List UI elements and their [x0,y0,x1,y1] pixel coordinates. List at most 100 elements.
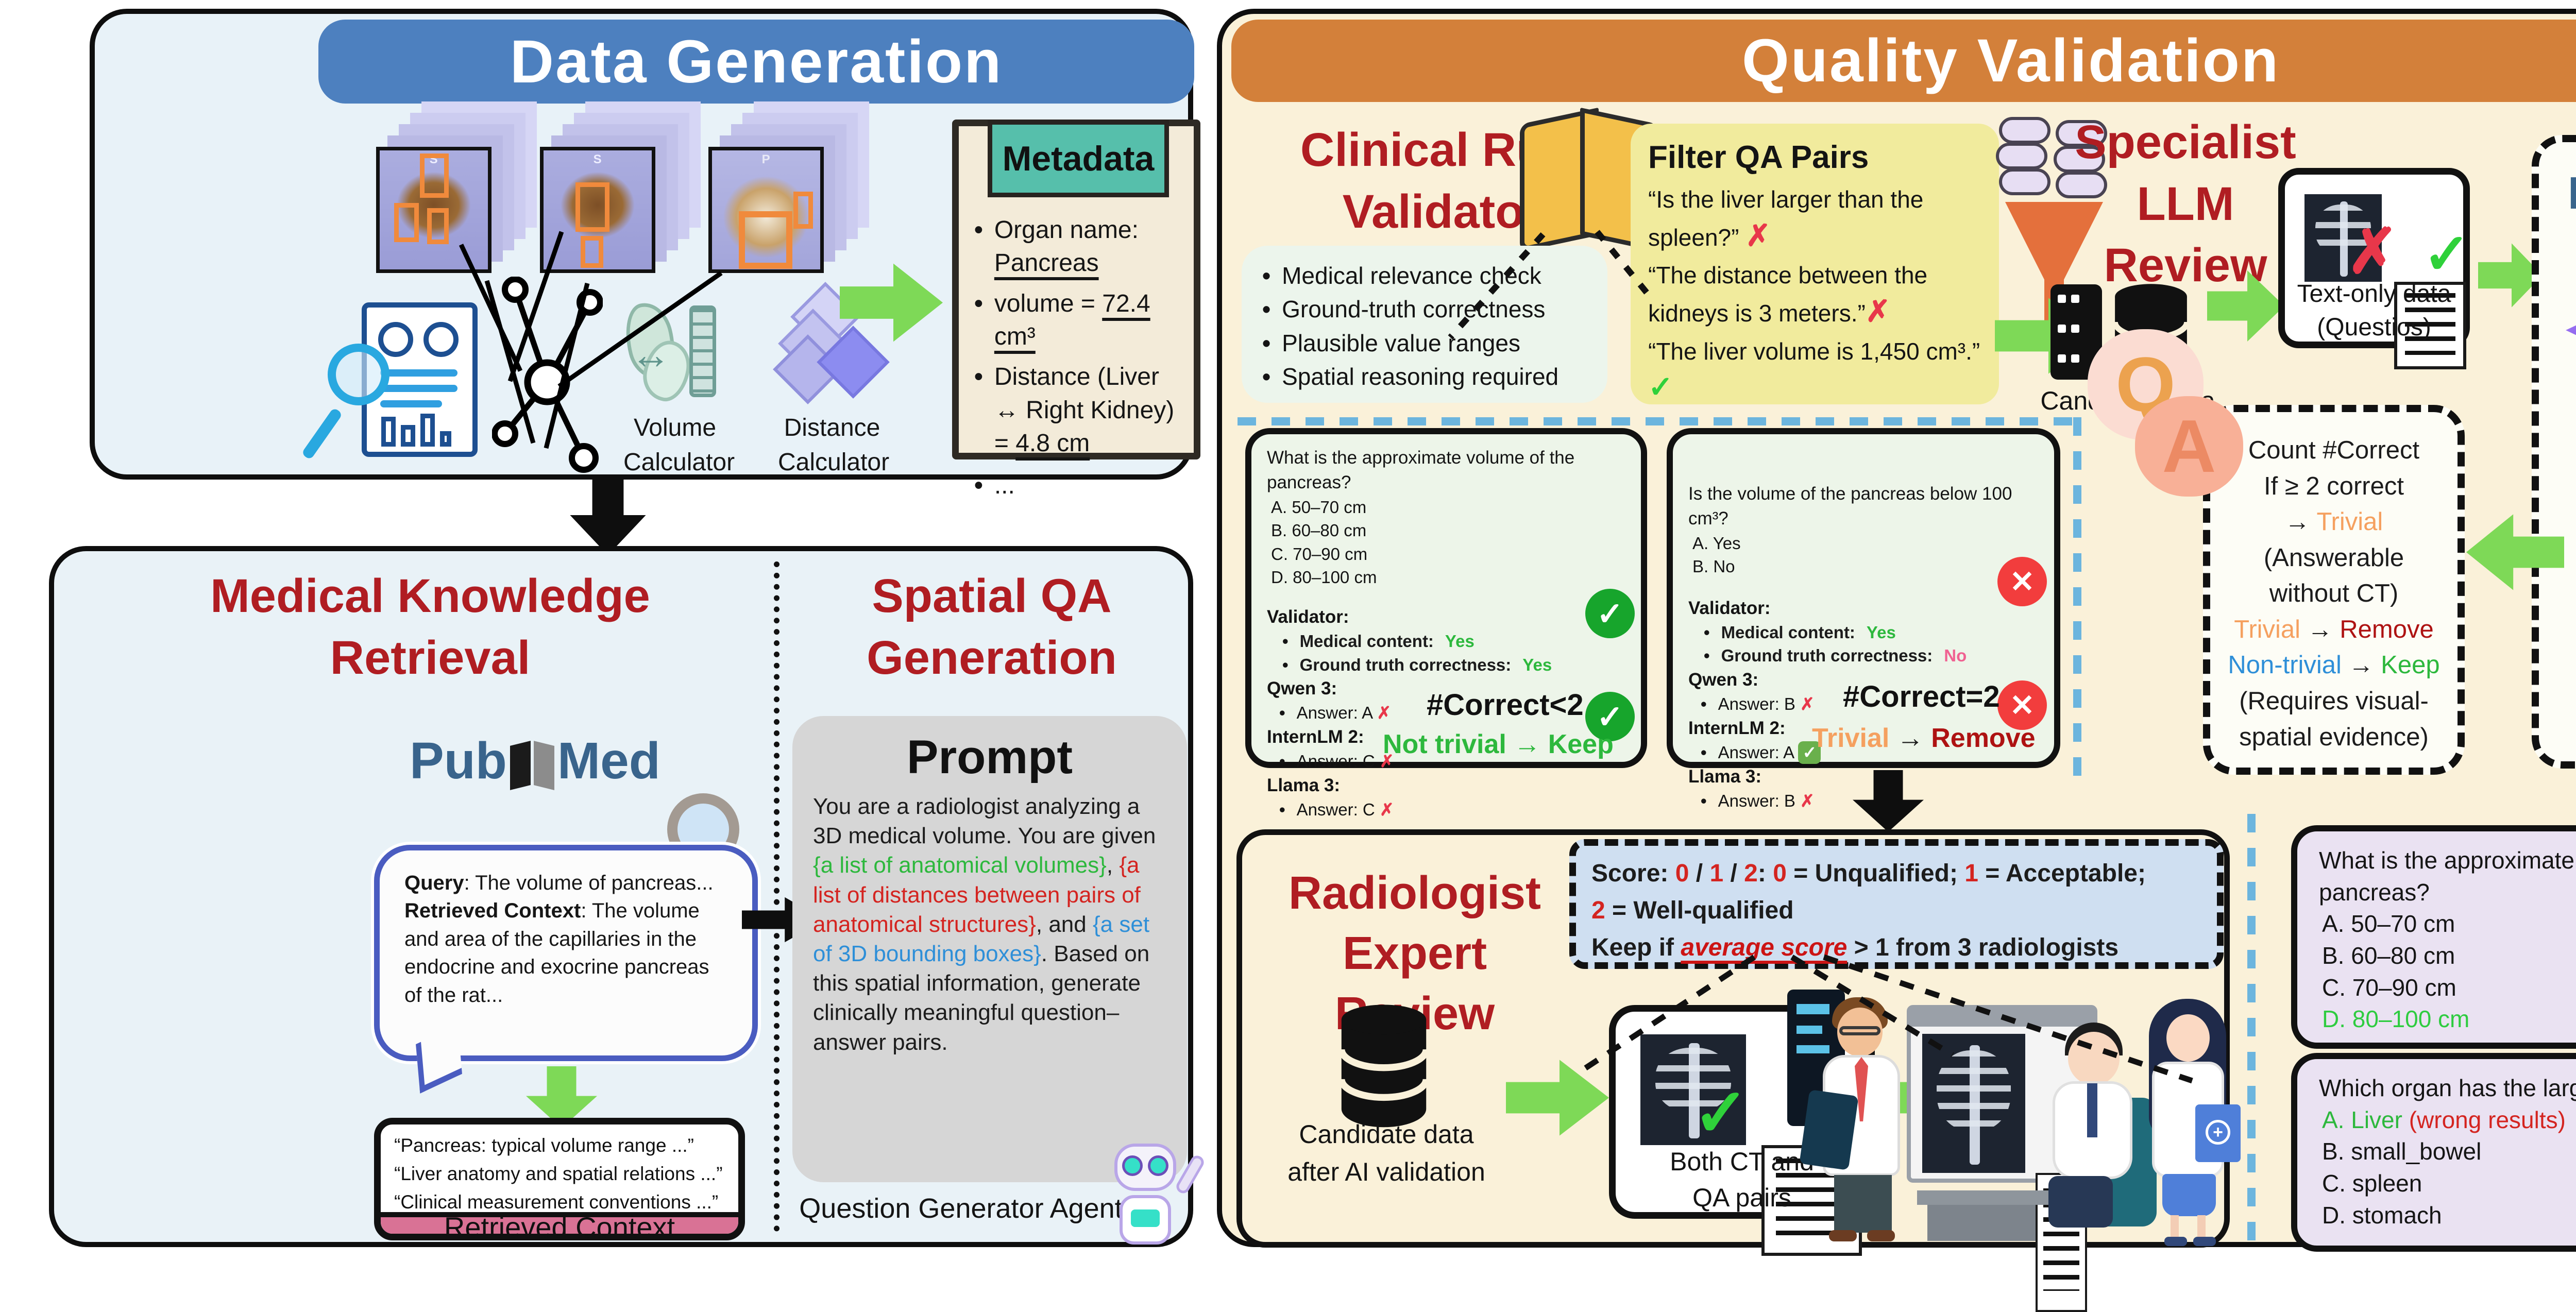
cross-badge: ✕ [1997,680,2047,730]
final-qa-card-wrong: Which organ has the largest volume? A. L… [2291,1053,2576,1252]
qwen-icon [2566,297,2576,364]
orientation-marker: P [761,152,770,166]
filter-qa-box: Filter QA Pairs “Is the liver larger tha… [1631,124,1999,404]
llama-logo: ∞ Llama 3 [2539,570,2576,734]
retrieved-context-box: “Pancreas: typical volume range ...” “Li… [374,1118,745,1240]
panel-divider [774,561,779,1232]
metadata-volume-value: 72.4 cm³ [994,289,1150,350]
radiologist-male [1799,997,1907,1242]
quality-validation-header: Quality Validation [1231,20,2576,102]
pubmed-book-icon [510,739,554,791]
blue-dash-vertical [2073,417,2081,784]
cross-icon: ✗ [1379,800,1394,820]
count-correct-box: Count #Correct If ≥ 2 correct → Trivial … [2203,405,2465,775]
context-label: Retrieved Context [404,899,581,923]
wrong-option: A. Liver (wrong results) [2322,1106,2566,1133]
a-bubble-icon: A [2135,396,2243,497]
cross-icon: ✗ [1377,703,1392,723]
prompt-title: Prompt [907,731,1073,783]
bounding-box-icon [420,154,449,198]
qa-example-card-keep: What is the approximate volume of the pa… [1245,428,1647,819]
pubmed-logo: Pub Med [2568,167,2576,219]
robot-icon [1105,1144,1207,1247]
correct-option: D. 80–100 cm [2322,1006,2470,1033]
query-bubble: Query: The volume of pancreas... Retriev… [374,845,758,1094]
radiologist-seated [2038,1023,2159,1242]
network-icon [492,277,603,473]
database-icon [1338,1004,1430,1128]
final-question: What is the approximate volume of the [2319,847,2576,874]
funnel-data-icon [1994,117,2117,359]
llama-infinity-icon: ∞ [2539,570,2576,697]
metadata-distance-label: Distance (Liver ↔ Right Kidney) = [994,363,1175,457]
query-label: Query [404,872,464,894]
retrieved-line: “Liver anatomy and spatial relations ...… [394,1163,723,1184]
metadata-header: Metadata [988,120,1169,197]
both-ct-label: Both CT and [1670,1147,1814,1176]
score-rubric-box: Score: 0 / 1 / 2: 0 = Unqualified; 1 = A… [1569,839,2224,969]
text-only-data-box: ✗ ✓ Text-only data (Questios) [2278,168,2471,369]
double-arrow-glyph: ↔ [631,332,671,377]
arrow-datagen-to-bottom [570,478,646,555]
ct-volume-stack-2: S [540,135,667,273]
pubmed-logo: Pub Med [410,732,660,791]
check-icon: ✓ [2423,223,2471,286]
ct-volume-stack-3: P [708,135,835,273]
kidney-ruler-icon: ↔ [618,298,726,405]
cross-icon: ✗ [1800,791,1815,810]
bounding-box-icon [427,208,449,244]
filter-qa-title: Filter QA Pairs [1648,140,1869,175]
internlm-logo: InternLM 2 [2539,410,2576,536]
ct-volume-stack-1: S [376,135,503,273]
question-doc-thumbnail [2394,282,2466,369]
prompt-text: You are a radiologist analyzing a 3D med… [813,794,1156,1055]
text-only-label: Text-only data [2297,280,2451,308]
metadata-box: Metadata Organ name:Pancreas volume = 72… [952,120,1200,499]
data-generation-title: Data Generation [510,27,1003,96]
ct-thumbnail [2304,194,2382,282]
radiologist-title: Radiologist ExpertReview [1289,867,1541,1040]
server-icon [2050,284,2102,380]
validator-checks-box: Medical relevance check Ground-truth cor… [1242,246,1607,403]
cross-icon: ✗ [1865,295,1891,329]
check-badge: ✓ [1585,692,1635,741]
bounding-box-icon [575,182,609,232]
data-generation-panel: Data Generation S S P [90,9,1200,499]
data-generation-header: Data Generation [318,20,1194,104]
cross-icon: ✗ [2347,217,2399,286]
bounding-box-icon [394,203,419,242]
cross-icon: ✗ [1745,218,1771,252]
context-text: : The volume and area of the capillaries… [404,899,709,1007]
bounding-box-icon [793,192,813,229]
check-icon: ✓ [1693,1075,1749,1150]
orientation-marker: S [593,152,602,166]
bounding-box-icon [581,236,603,268]
retrieved-context-caption: Retrieved Context [444,1211,675,1243]
context-pink-bar [381,1212,738,1234]
text-only-label2: (Questios) [2317,313,2431,341]
metadata-volume-label: volume = [994,289,1103,317]
magnifier-handle [301,407,343,461]
correct-count-label: #Correct=2 [1843,680,2000,713]
keep-verdict-label: Not trivial → Keep [1383,729,1614,759]
bounding-box-icon [739,211,792,269]
both-ct-label2: QA pairs [1692,1183,1791,1212]
radiologist-review-box: Radiologist ExpertReview Score: 0 / 1 / … [1236,829,2241,1312]
retrieved-line: “Clinical measurement conventions ...” [394,1191,719,1213]
prompt-box: Prompt You are a radiologist analyzing a… [792,716,1187,1182]
pubmed-retrieved-label: Retrieved [2539,227,2576,258]
desk-cabinet [1927,1205,2036,1241]
metadata-organ-label: Organ name: [994,216,1139,244]
query-text: : The volume of pancreas... [464,872,714,894]
correct-count-label: #Correct<2 [1427,688,1584,722]
final-qa-card-correct: What is the approximate volume of the pa… [2291,825,2576,1049]
qa-question: What is the approximate volume of the pa… [1267,448,1575,493]
